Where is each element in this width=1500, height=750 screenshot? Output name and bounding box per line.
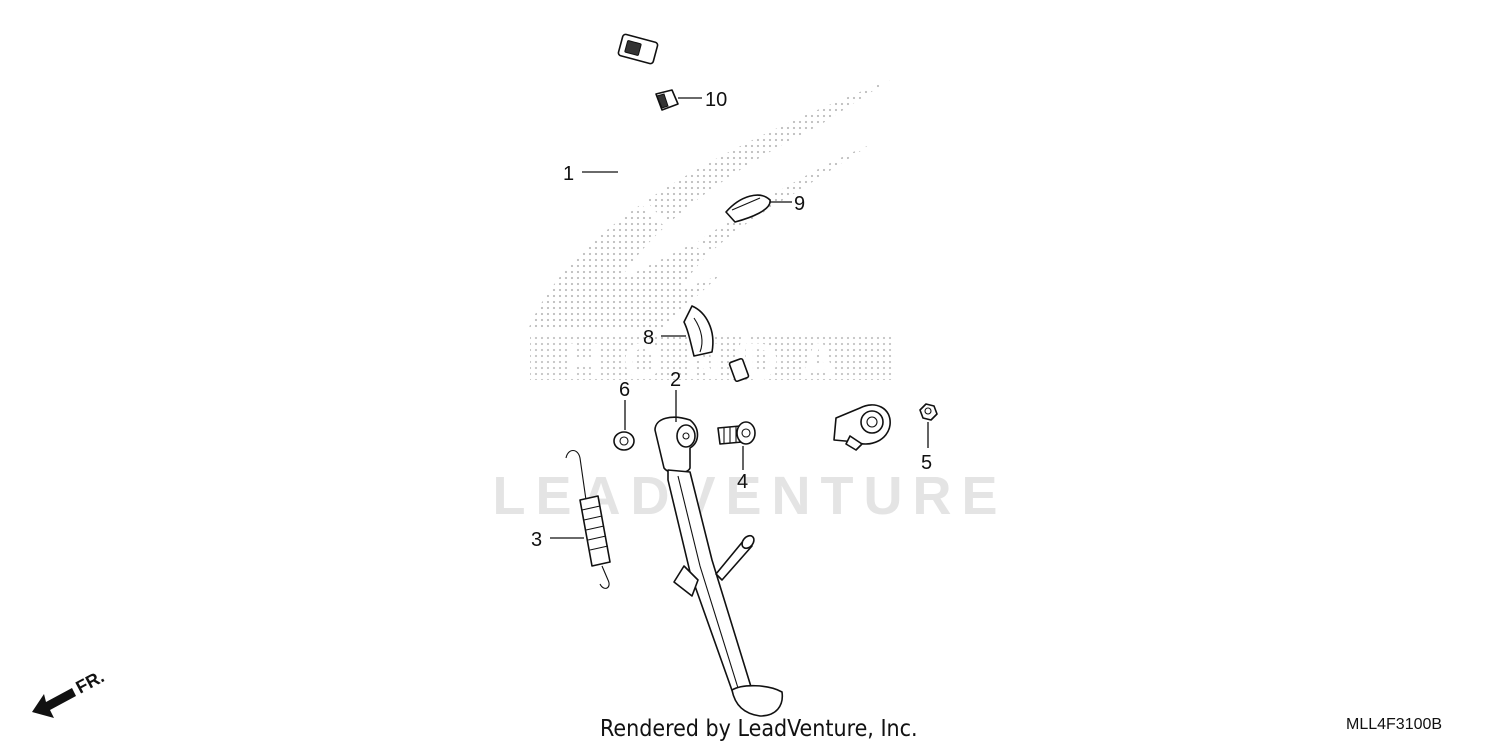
front-direction-arrow: FR. [32, 666, 107, 718]
rubber-cap-part[interactable] [655, 89, 679, 111]
leader-lines [550, 97, 929, 539]
diagram-code: MLL4F3100B [1346, 716, 1443, 733]
side-stand-part[interactable] [654, 416, 784, 717]
callout-4[interactable]: 4 [737, 471, 748, 493]
nut-part[interactable] [613, 431, 635, 451]
callout-9[interactable]: 9 [794, 193, 805, 215]
pivot-bolt-part[interactable] [717, 421, 756, 445]
callout-10[interactable]: 10 [705, 89, 727, 111]
front-direction-label: FR. [72, 666, 107, 697]
rendered-by-credit: Rendered by LeadVenture, Inc. [600, 716, 918, 742]
callout-labels: 1 2 3 4 5 6 8 9 10 [531, 89, 932, 551]
callout-8[interactable]: 8 [643, 327, 654, 349]
side-stand-spring-part[interactable] [565, 449, 611, 589]
callout-6[interactable]: 6 [619, 379, 630, 401]
callout-2[interactable]: 2 [670, 369, 681, 391]
side-stand-switch-harness[interactable] [562, 32, 891, 451]
harness-guide-part[interactable] [683, 305, 714, 357]
harness-clamp-part[interactable] [725, 194, 771, 223]
callout-1[interactable]: 1 [563, 163, 574, 185]
callout-3[interactable]: 3 [531, 529, 542, 551]
callout-5[interactable]: 5 [921, 452, 932, 474]
leadventure-watermark: LEADVENTURE [492, 466, 1007, 526]
flange-bolt-part[interactable] [919, 403, 938, 421]
